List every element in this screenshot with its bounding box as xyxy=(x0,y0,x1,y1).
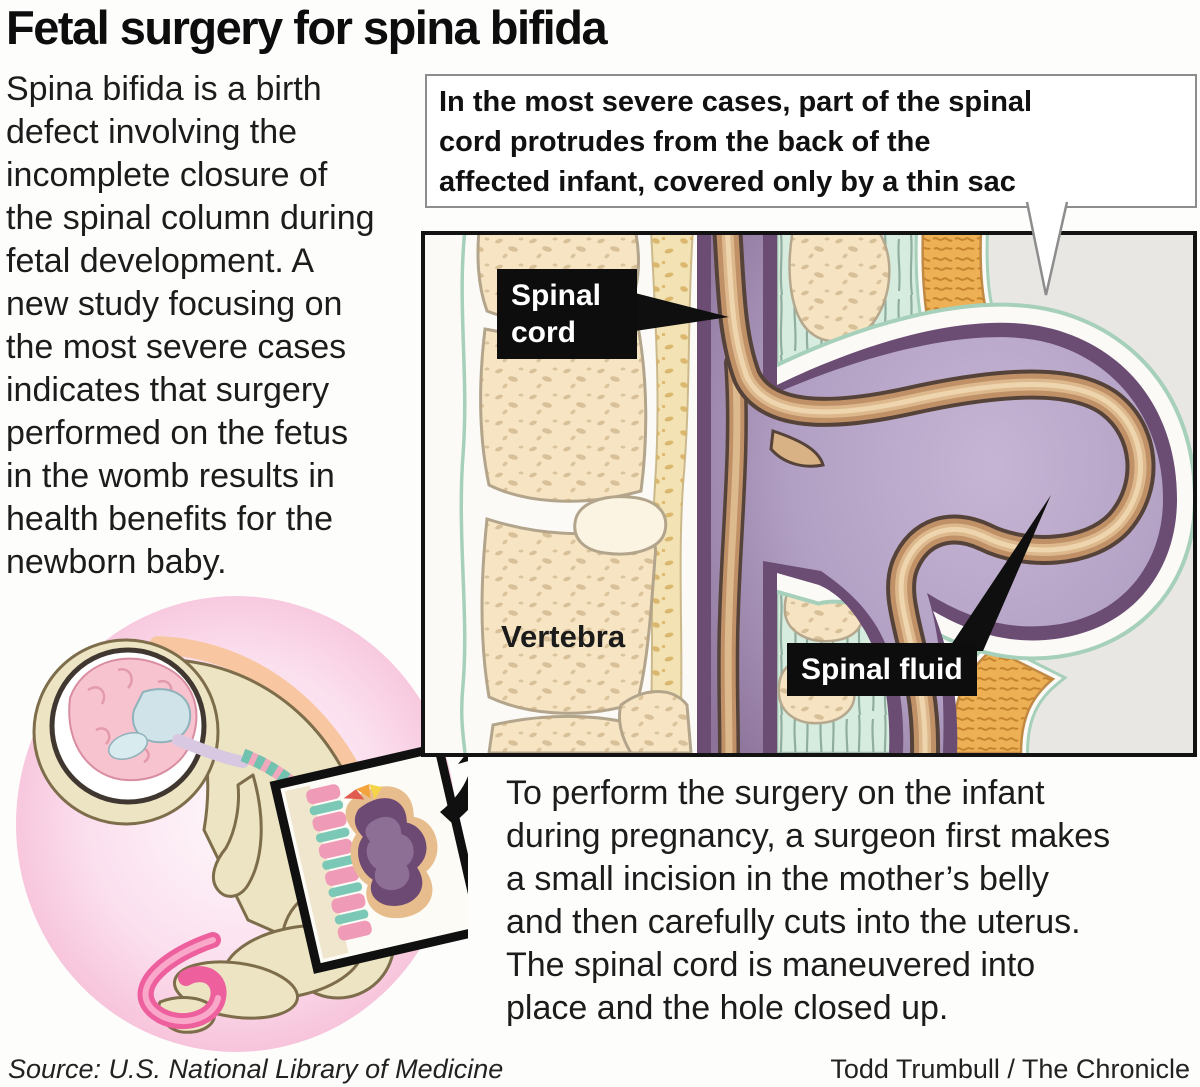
inset-spine-segments xyxy=(306,784,372,941)
brainstem xyxy=(172,734,249,768)
callout-tail-pointer xyxy=(1025,201,1069,296)
vertebra-label: Vertebra xyxy=(501,619,626,654)
inner-brain-structure-2 xyxy=(108,732,148,760)
inset-defect-sac xyxy=(343,784,438,919)
spinal-cord-label: Spinal cord xyxy=(497,269,637,359)
anatomy-diagram: Spinal cord Vertebra Spinal fluid xyxy=(421,231,1197,757)
intervertebral-disc xyxy=(573,495,668,556)
callout-box: In the most severe cases, part of the sp… xyxy=(425,74,1197,208)
inset-zoom-box xyxy=(269,742,468,974)
cord-split-flap xyxy=(769,428,825,468)
artist-credit: Todd Trumbull / The Chronicle xyxy=(830,1054,1190,1084)
umbilical-cord-highlight xyxy=(142,937,221,1025)
vertebra-column xyxy=(459,235,693,753)
spinal-cord-arrow xyxy=(635,293,729,331)
spinal-fluid-region xyxy=(711,235,1163,753)
anatomy-scene xyxy=(425,235,1193,753)
inset-bone-column xyxy=(284,785,349,959)
fetus-arm xyxy=(212,773,263,898)
spinal-fluid-arrow xyxy=(947,495,1051,651)
brain-folds xyxy=(87,668,173,764)
fetus-illustration xyxy=(16,596,468,1052)
spinal-fluid-label: Spinal fluid xyxy=(787,643,977,696)
callout-text: In the most severe cases, part of the sp… xyxy=(439,86,1033,198)
page-title: Fetal surgery for spina bifida xyxy=(6,1,608,54)
anterior-membrane-line xyxy=(459,235,467,753)
spinal-cord-ribbon xyxy=(712,235,1156,753)
spinal-cord-canal-branch xyxy=(717,352,748,753)
zoom-arrow xyxy=(440,751,468,824)
source-credit: Source: U.S. National Library of Medicin… xyxy=(8,1054,504,1084)
